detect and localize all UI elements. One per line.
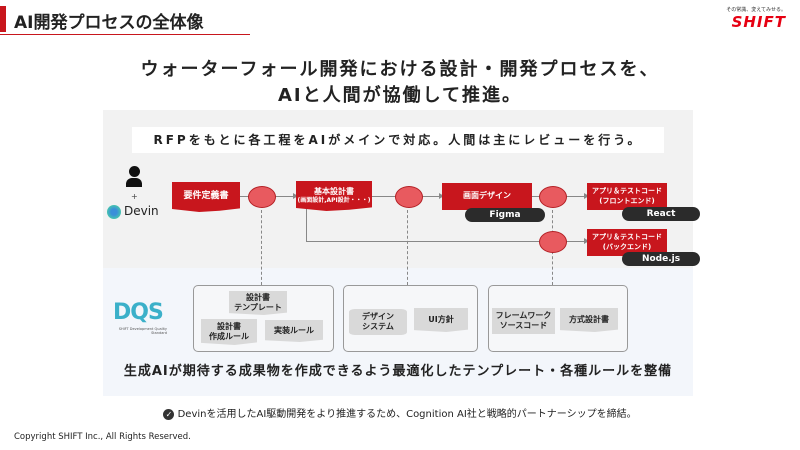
subheader: RFPをもとに各工程をAIがメインで対応。人間は主にレビューを行う。	[132, 127, 664, 153]
react-badge: React	[622, 207, 700, 221]
dashed-connector	[261, 210, 262, 285]
ui-policy-doc: UI方針	[414, 308, 468, 332]
dashed-connector	[407, 210, 408, 285]
person-icon	[126, 166, 142, 190]
requirements-doc: 要件定義書	[172, 182, 240, 212]
shift-logo: その常識、変えてみせる。 SHIFT	[726, 6, 786, 31]
page-title: AI開発プロセスの全体像	[14, 13, 204, 33]
requirements-label: 要件定義書	[183, 191, 229, 202]
ai-brain-icon	[395, 186, 423, 208]
logo-tagline: その常識、変えてみせる。	[726, 7, 786, 13]
dqs-logo: DQS	[113, 300, 164, 325]
frontend-title: アプリ＆テストコード	[592, 187, 662, 196]
basic-design-sub: (画面設計,API設計・・・)	[297, 197, 371, 205]
frontend-code-box: アプリ＆テストコード (フロントエンド)	[587, 183, 667, 210]
headline-line-1: ウォーターフォール開発における設計・開発プロセスを、	[140, 59, 660, 80]
backend-title: アプリ＆テストコード	[592, 233, 662, 242]
impl-rule-doc: 実装ルール	[265, 320, 323, 342]
architecture-doc: 方式設計書	[560, 308, 618, 332]
devin-label: Devin	[124, 204, 159, 218]
logo-mark: SHIFT	[731, 13, 786, 31]
basic-design-title: 基本設計書	[314, 186, 354, 196]
screen-design-label: 画面デザイン	[463, 191, 511, 201]
ai-brain-icon	[539, 186, 567, 208]
title-underline	[0, 34, 250, 35]
partnership-text: Devinを活用したAI駆動開発をより推進するため、Cognition AI社と…	[177, 409, 637, 420]
check-icon: ✓	[163, 408, 175, 420]
template-doc: 設計書 テンプレート	[229, 291, 287, 315]
headline-line-2: AIと人間が協働して推進。	[277, 85, 523, 106]
devin-logo-icon	[107, 205, 121, 219]
basic-design-doc: 基本設計書 (画面設計,API設計・・・)	[296, 181, 372, 211]
nodejs-badge: Node.js	[622, 252, 700, 266]
backend-code-box: アプリ＆テストコード (バックエンド)	[587, 229, 667, 256]
title-accent-bar	[0, 6, 6, 32]
framework-source: フレームワーク ソースコード	[492, 308, 555, 334]
screen-design-box: 画面デザイン	[442, 183, 532, 210]
copyright: Copyright SHIFT Inc., All Rights Reserve…	[14, 432, 191, 442]
dqs-logo-sub: SHIFT Development Quality Standard	[118, 327, 167, 335]
rule-doc: 設計書 作成ルール	[201, 319, 257, 345]
ai-brain-icon	[248, 186, 276, 208]
flow-arrow	[306, 238, 589, 244]
flow-branch-line	[306, 208, 307, 241]
standards-caption: 生成AIが期待する成果物を作成できるよう最適化したテンプレート・各種ルールを整備	[123, 364, 673, 379]
figma-badge: Figma	[465, 208, 545, 222]
frontend-sub: (フロントエンド)	[599, 196, 655, 205]
ai-brain-icon	[539, 231, 567, 253]
backend-sub: (バックエンド)	[602, 242, 652, 251]
plus-sign: +	[131, 192, 138, 201]
partnership-note: ✓ Devinを活用したAI駆動開発をより推進するため、Cognition AI…	[0, 405, 800, 420]
design-system-db: デザイン システム	[349, 309, 407, 335]
